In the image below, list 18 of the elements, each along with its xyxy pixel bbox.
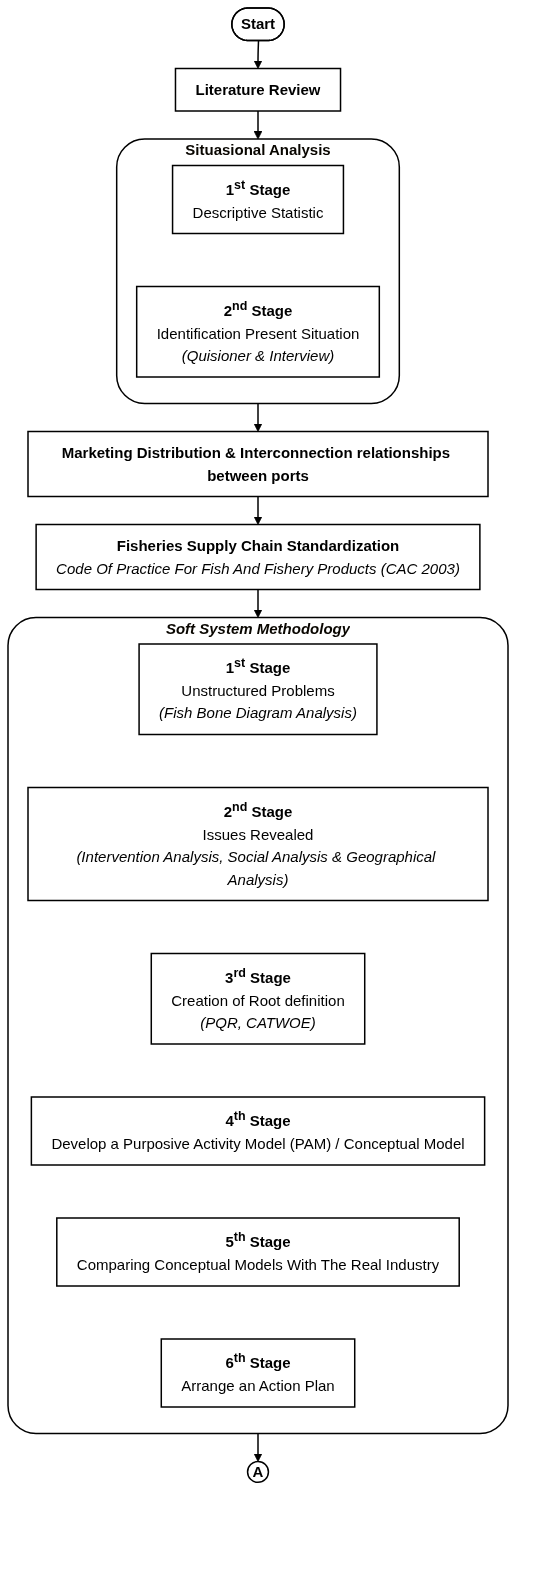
arrow xyxy=(253,588,263,618)
node-box: Marketing Distribution & Interconnection relationships between ports xyxy=(27,430,489,498)
node-box: 6$^{th}$ Stage Arrange an Action Plan xyxy=(160,1338,356,1408)
node-box: 1$^{st}$ Stage Descriptive Statistic xyxy=(171,164,345,235)
node-box: Literature Review xyxy=(174,67,342,112)
node-box: 2$^{nd}$ Stage Identification Present Situation (Quisioner & Interview) xyxy=(135,285,381,378)
arrow xyxy=(253,402,263,432)
arrow xyxy=(253,1432,263,1462)
node-box: 3$^{rd}$ Stage Creation of Root definition (PQR, CATWOE) xyxy=(150,952,366,1045)
node-box: Fisheries Supply Chain Standardization Code Of Practice For Fish And Fishery Products (CAC 2003) xyxy=(35,523,481,591)
node-circle: A xyxy=(246,1460,270,1484)
arrow xyxy=(253,40,263,69)
node-box: 4$^{th}$ Stage Develop a Purposive Activity Model (PAM) / Conceptual Model xyxy=(30,1096,486,1166)
node-box: 2$^{nd}$ Stage Issues Revealed (Intervention Analysis, Social Analysis & Geographical Analysis) xyxy=(27,786,489,902)
arrow xyxy=(253,495,263,525)
arrow xyxy=(253,110,263,140)
node-box: 1$^{st}$ Stage Unstructured Problems (Fish Bone Diagram Analysis) xyxy=(138,643,378,736)
node-box: 5$^{th}$ Stage Comparing Conceptual Models With The Real Industry xyxy=(56,1217,460,1287)
